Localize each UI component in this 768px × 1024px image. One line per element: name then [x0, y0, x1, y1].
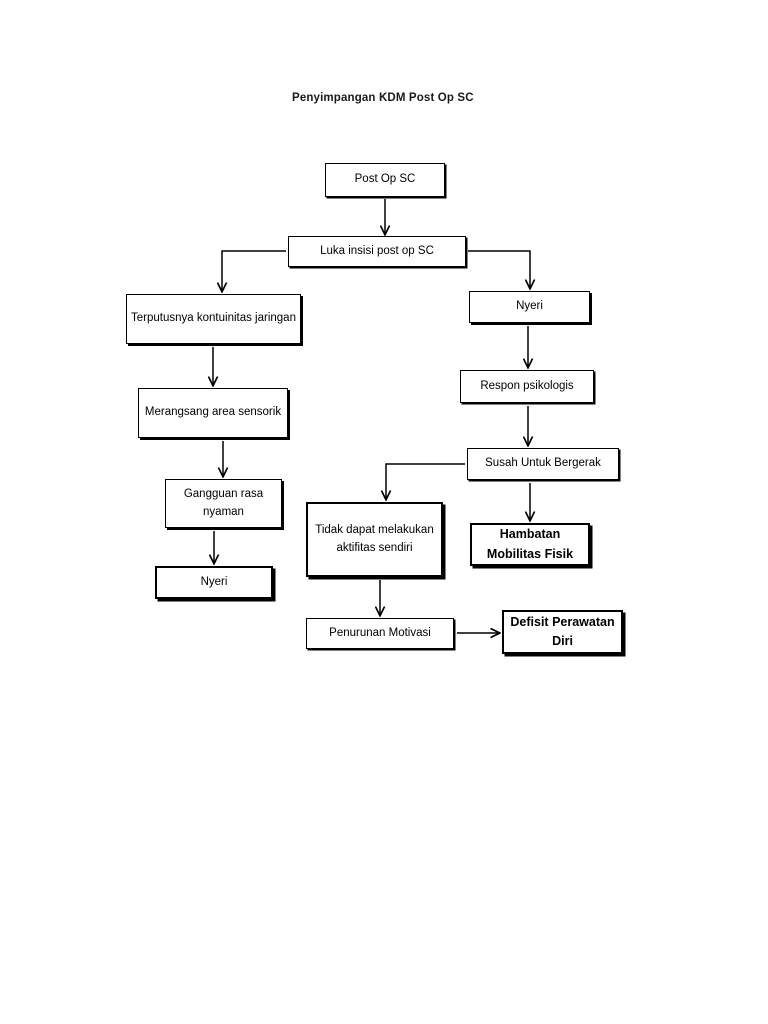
node-luka-insisi[interactable]: Luka insisi post op SC — [288, 236, 466, 267]
node-label: Defisit Perawatan Diri — [510, 614, 615, 648]
node-defisit-perawatan-diri[interactable]: Defisit Perawatan Diri — [502, 610, 623, 654]
node-label: Luka insisi post op SC — [320, 244, 434, 257]
node-label: Nyeri — [200, 575, 228, 588]
node-label: Penurunan Motivasi — [329, 626, 431, 639]
page-title: Penyimpangan KDM Post Op SC — [292, 92, 474, 104]
node-label: Terputusnya kontuinitas jaringan — [131, 312, 296, 325]
node-terputusnya-kontuinitas-jaringan[interactable]: Terputusnya kontuinitas jaringan — [126, 294, 301, 344]
node-nyeri-left[interactable]: Nyeri — [155, 566, 273, 599]
node-label: Gangguan rasa nyaman — [183, 487, 264, 518]
node-susah-untuk-bergerak[interactable]: Susah Untuk Bergerak — [467, 448, 619, 480]
edge-luka-insisi-to-terputusnya — [222, 250, 286, 291]
node-respon-psikologis[interactable]: Respon psikologis — [460, 370, 594, 403]
node-label: Tidak dapat melakukan aktifitas sendiri — [315, 523, 434, 554]
edge-susah-to-tidak-dapat — [386, 463, 465, 499]
node-penurunan-motivasi[interactable]: Penurunan Motivasi — [306, 618, 454, 649]
node-nyeri-right[interactable]: Nyeri — [469, 291, 590, 323]
node-post-op-sc[interactable]: Post Op SC — [325, 163, 445, 197]
node-label: Susah Untuk Bergerak — [485, 457, 601, 470]
node-label: Post Op SC — [354, 173, 416, 186]
node-merangsang-area-sensorik[interactable]: Merangsang area sensorik — [138, 388, 288, 438]
node-gangguan-rasa-nyaman[interactable]: Gangguan rasa nyaman — [165, 479, 282, 528]
node-hambatan-mobilitas-fisik[interactable]: Hambatan Mobilitas Fisik — [470, 523, 590, 566]
node-label: Hambatan Mobilitas Fisik — [486, 527, 574, 561]
node-tidak-dapat-melakukan-aktifitas-sendiri[interactable]: Tidak dapat melakukan aktifitas sendiri — [306, 502, 443, 577]
node-label: Merangsang area sensorik — [144, 406, 282, 419]
edge-luka-insisi-to-nyeri-kanan — [468, 250, 530, 288]
node-label: Nyeri — [516, 300, 543, 313]
node-label: Respon psikologis — [480, 379, 574, 392]
